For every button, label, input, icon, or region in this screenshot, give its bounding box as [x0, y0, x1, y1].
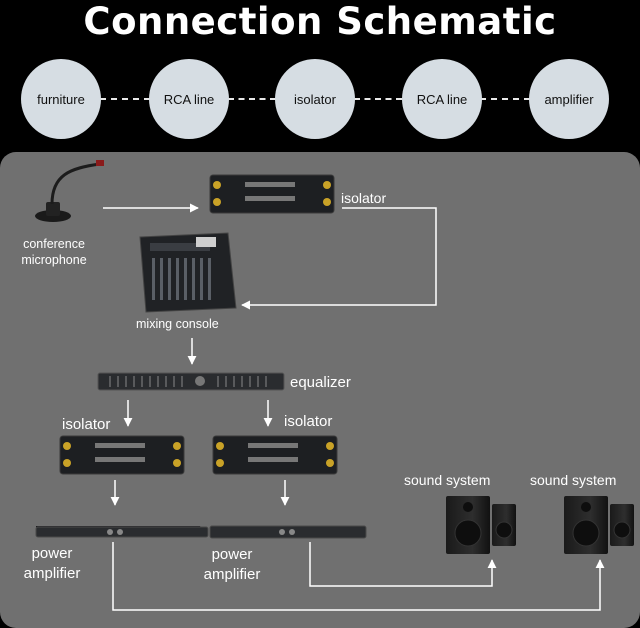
chain-step-label: isolator: [294, 91, 336, 107]
speaker-pair-icon: [564, 496, 634, 554]
label-isolator: isolator: [284, 413, 333, 430]
speaker-pair-icon: [446, 496, 516, 554]
label-sound-system: sound system: [530, 472, 617, 488]
power-amplifier-icon: [35, 526, 209, 538]
chain-step-rca-line: RCA line: [402, 59, 482, 139]
label-isolator: isolator: [62, 416, 111, 433]
dashed-connector: [228, 98, 276, 100]
isolator-device-icon: [212, 435, 338, 475]
label-power-amplifier: power amplifier: [23, 545, 81, 582]
label-isolator: isolator: [341, 190, 387, 206]
dashed-connector: [480, 98, 530, 100]
dashed-connector: [100, 98, 150, 100]
label-mixing-console: mixing console: [136, 317, 219, 331]
chain-step-isolator: isolator: [275, 59, 355, 139]
chain-step-label: furniture: [37, 91, 85, 107]
equalizer-device-icon: [97, 372, 285, 391]
chain-step-label: RCA line: [163, 91, 215, 107]
dashed-connector: [354, 98, 402, 100]
chain-step-label: RCA line: [416, 91, 468, 107]
chain-step-label: amplifier: [544, 91, 594, 107]
page-title: Connection Schematic: [83, 0, 557, 43]
chain-step-amplifier: amplifier: [529, 59, 609, 139]
signal-arrow: [112, 542, 605, 611]
label-conference-microphone: conference microphone: [21, 237, 87, 267]
conference-microphone-icon: [35, 160, 104, 222]
isolator-device-icon: [59, 435, 185, 475]
signal-arrow: [309, 542, 497, 587]
signal-arrow: [241, 207, 437, 310]
chain-step-rca-line: RCA line: [149, 59, 229, 139]
chain-step-furniture: furniture: [21, 59, 101, 139]
label-equalizer: equalizer: [290, 374, 351, 391]
label-sound-system: sound system: [404, 472, 491, 488]
label-power-amplifier: power amplifier: [203, 546, 261, 583]
isolator-device-icon: [209, 174, 335, 214]
power-amplifier-icon: [209, 525, 367, 539]
mixing-console-icon: [139, 232, 237, 313]
